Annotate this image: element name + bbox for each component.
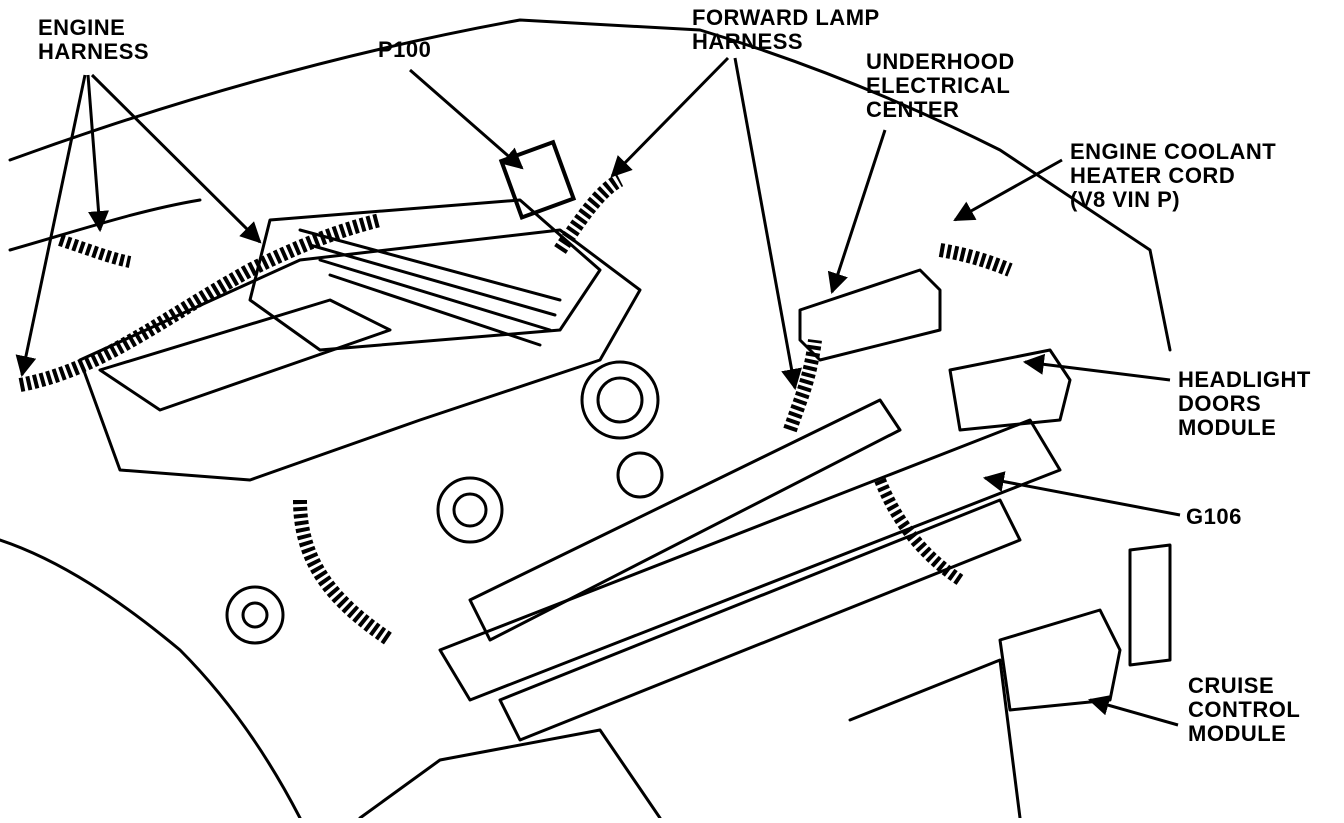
- label-g106-text: G106: [1186, 504, 1242, 529]
- pulley-3: [225, 585, 285, 645]
- engine-block: [78, 228, 642, 482]
- hood-outline: [8, 18, 1172, 352]
- intake-plenum: [248, 198, 602, 352]
- label-headlight-line-2: DOORS: [1178, 391, 1262, 416]
- arrow-forward-lamp-1: [610, 56, 730, 178]
- label-coolant-line-2: HEATER CORD: [1070, 163, 1236, 188]
- label-forward-lamp-harness-line-2: HARNESS: [692, 29, 804, 54]
- label-cruise-line-1: CRUISE: [1188, 673, 1275, 698]
- radiator-support: [468, 398, 902, 642]
- label-coolant-line-3: (V8 VIN P): [1070, 187, 1181, 212]
- label-headlight-doors-module: HEADLIGHT DOORS MODULE: [1178, 368, 1311, 440]
- pulley-2: [436, 476, 504, 544]
- label-forward-lamp-harness: FORWARD LAMP HARNESS: [692, 6, 880, 54]
- fuse-box: [798, 268, 942, 362]
- label-headlight-line-3: MODULE: [1178, 415, 1277, 440]
- label-engine-coolant-heater-cord: ENGINE COOLANT HEATER CORD (V8 VIN P): [1070, 140, 1276, 212]
- label-headlight-line-1: HEADLIGHT: [1178, 367, 1311, 392]
- label-p100: P100: [378, 38, 431, 62]
- arrow-underhood: [827, 129, 887, 294]
- label-engine-harness-line-2: HARNESS: [38, 39, 150, 64]
- label-cruise-control-module: CRUISE CONTROL MODULE: [1188, 674, 1300, 746]
- arrow-coolant-cord: [953, 158, 1063, 222]
- label-cruise-line-2: CONTROL: [1188, 697, 1301, 722]
- label-underhood-line-2: ELECTRICAL: [866, 73, 1011, 98]
- pulley-1: [580, 360, 660, 440]
- fender-upper-left: [8, 198, 202, 252]
- p100-connector: [498, 139, 577, 220]
- label-engine-harness: ENGINE HARNESS: [38, 16, 149, 64]
- arrow-g106: [982, 471, 1181, 517]
- label-coolant-line-1: ENGINE COOLANT: [1070, 139, 1277, 164]
- arrow-cruise: [1087, 695, 1179, 727]
- arrow-headlight-module: [1022, 353, 1171, 382]
- label-underhood-electrical-center: UNDERHOOD ELECTRICAL CENTER: [866, 50, 1015, 122]
- forward-lamp-harness-wire: [554, 173, 624, 254]
- label-g106: G106: [1186, 505, 1242, 529]
- label-underhood-line-3: CENTER: [866, 97, 960, 122]
- fender-left: [0, 538, 302, 820]
- label-cruise-line-3: MODULE: [1188, 721, 1287, 746]
- label-p100-text: P100: [378, 37, 432, 62]
- valve-cover: [98, 298, 392, 412]
- arrow-p100: [409, 68, 524, 170]
- arrow-forward-lamp-2: [733, 57, 802, 391]
- label-forward-lamp-harness-line-1: FORWARD LAMP: [692, 5, 880, 30]
- label-engine-harness-line-1: ENGINE: [38, 15, 126, 40]
- arrow-engine-harness-1: [15, 74, 87, 378]
- arrow-engine-harness-3: [90, 73, 262, 244]
- engine-harness-wire: [18, 213, 382, 392]
- arrow-engine-harness-2: [86, 74, 110, 233]
- cruise-module: [998, 608, 1122, 712]
- pulley-4: [616, 451, 664, 499]
- headlight-module: [948, 348, 1072, 432]
- label-underhood-line-1: UNDERHOOD: [866, 49, 1015, 74]
